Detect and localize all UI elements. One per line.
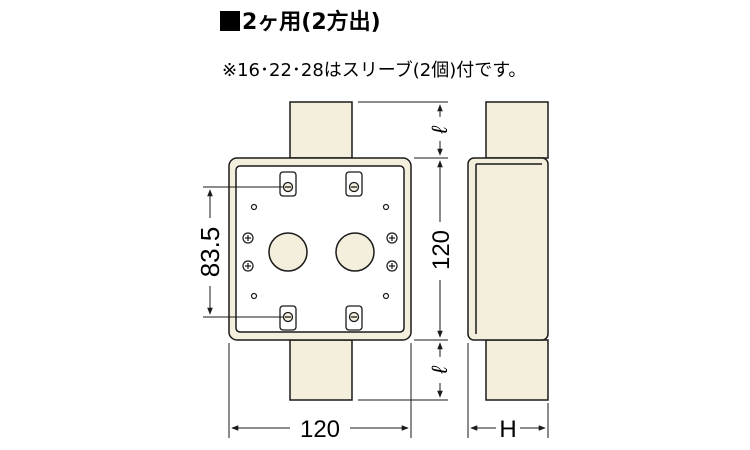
bottom-sleeve	[289, 339, 353, 401]
dim-depth	[467, 343, 549, 438]
small-hole	[250, 203, 258, 211]
square-bullet-icon	[220, 11, 240, 31]
dim-sleeve-top-label: ℓ	[427, 126, 452, 135]
knockout-hole-left	[268, 232, 308, 272]
dim-width	[228, 343, 412, 438]
mounting-tabs	[279, 171, 363, 331]
dim-sleeve-bottom-label: ℓ	[427, 366, 452, 375]
small-hole	[250, 292, 258, 300]
knockout-hole-right	[335, 232, 375, 272]
side-body	[467, 157, 549, 341]
dim-width-label: 120	[300, 416, 340, 443]
dim-height-label: 120	[428, 230, 455, 270]
side-screws	[242, 203, 398, 300]
title: 2ヶ用(2方出)	[220, 4, 381, 36]
dim-depth-label: H	[499, 416, 516, 443]
dim-height	[358, 101, 448, 401]
top-sleeve	[289, 101, 353, 159]
small-hole	[382, 292, 390, 300]
title-text: 2ヶ用(2方出)	[242, 10, 381, 35]
box-inner	[235, 165, 405, 333]
side-sleeve-bottom	[485, 339, 549, 401]
dim-hole-pitch-label: 83.5	[195, 227, 225, 278]
front-view	[228, 101, 412, 401]
sleeve-note: ※16･22･28はスリーブ(2個)付です。	[222, 60, 527, 81]
side-sleeve-top	[485, 101, 549, 159]
dim-hole-pitch	[203, 186, 283, 318]
side-view	[467, 101, 549, 401]
small-hole	[382, 203, 390, 211]
